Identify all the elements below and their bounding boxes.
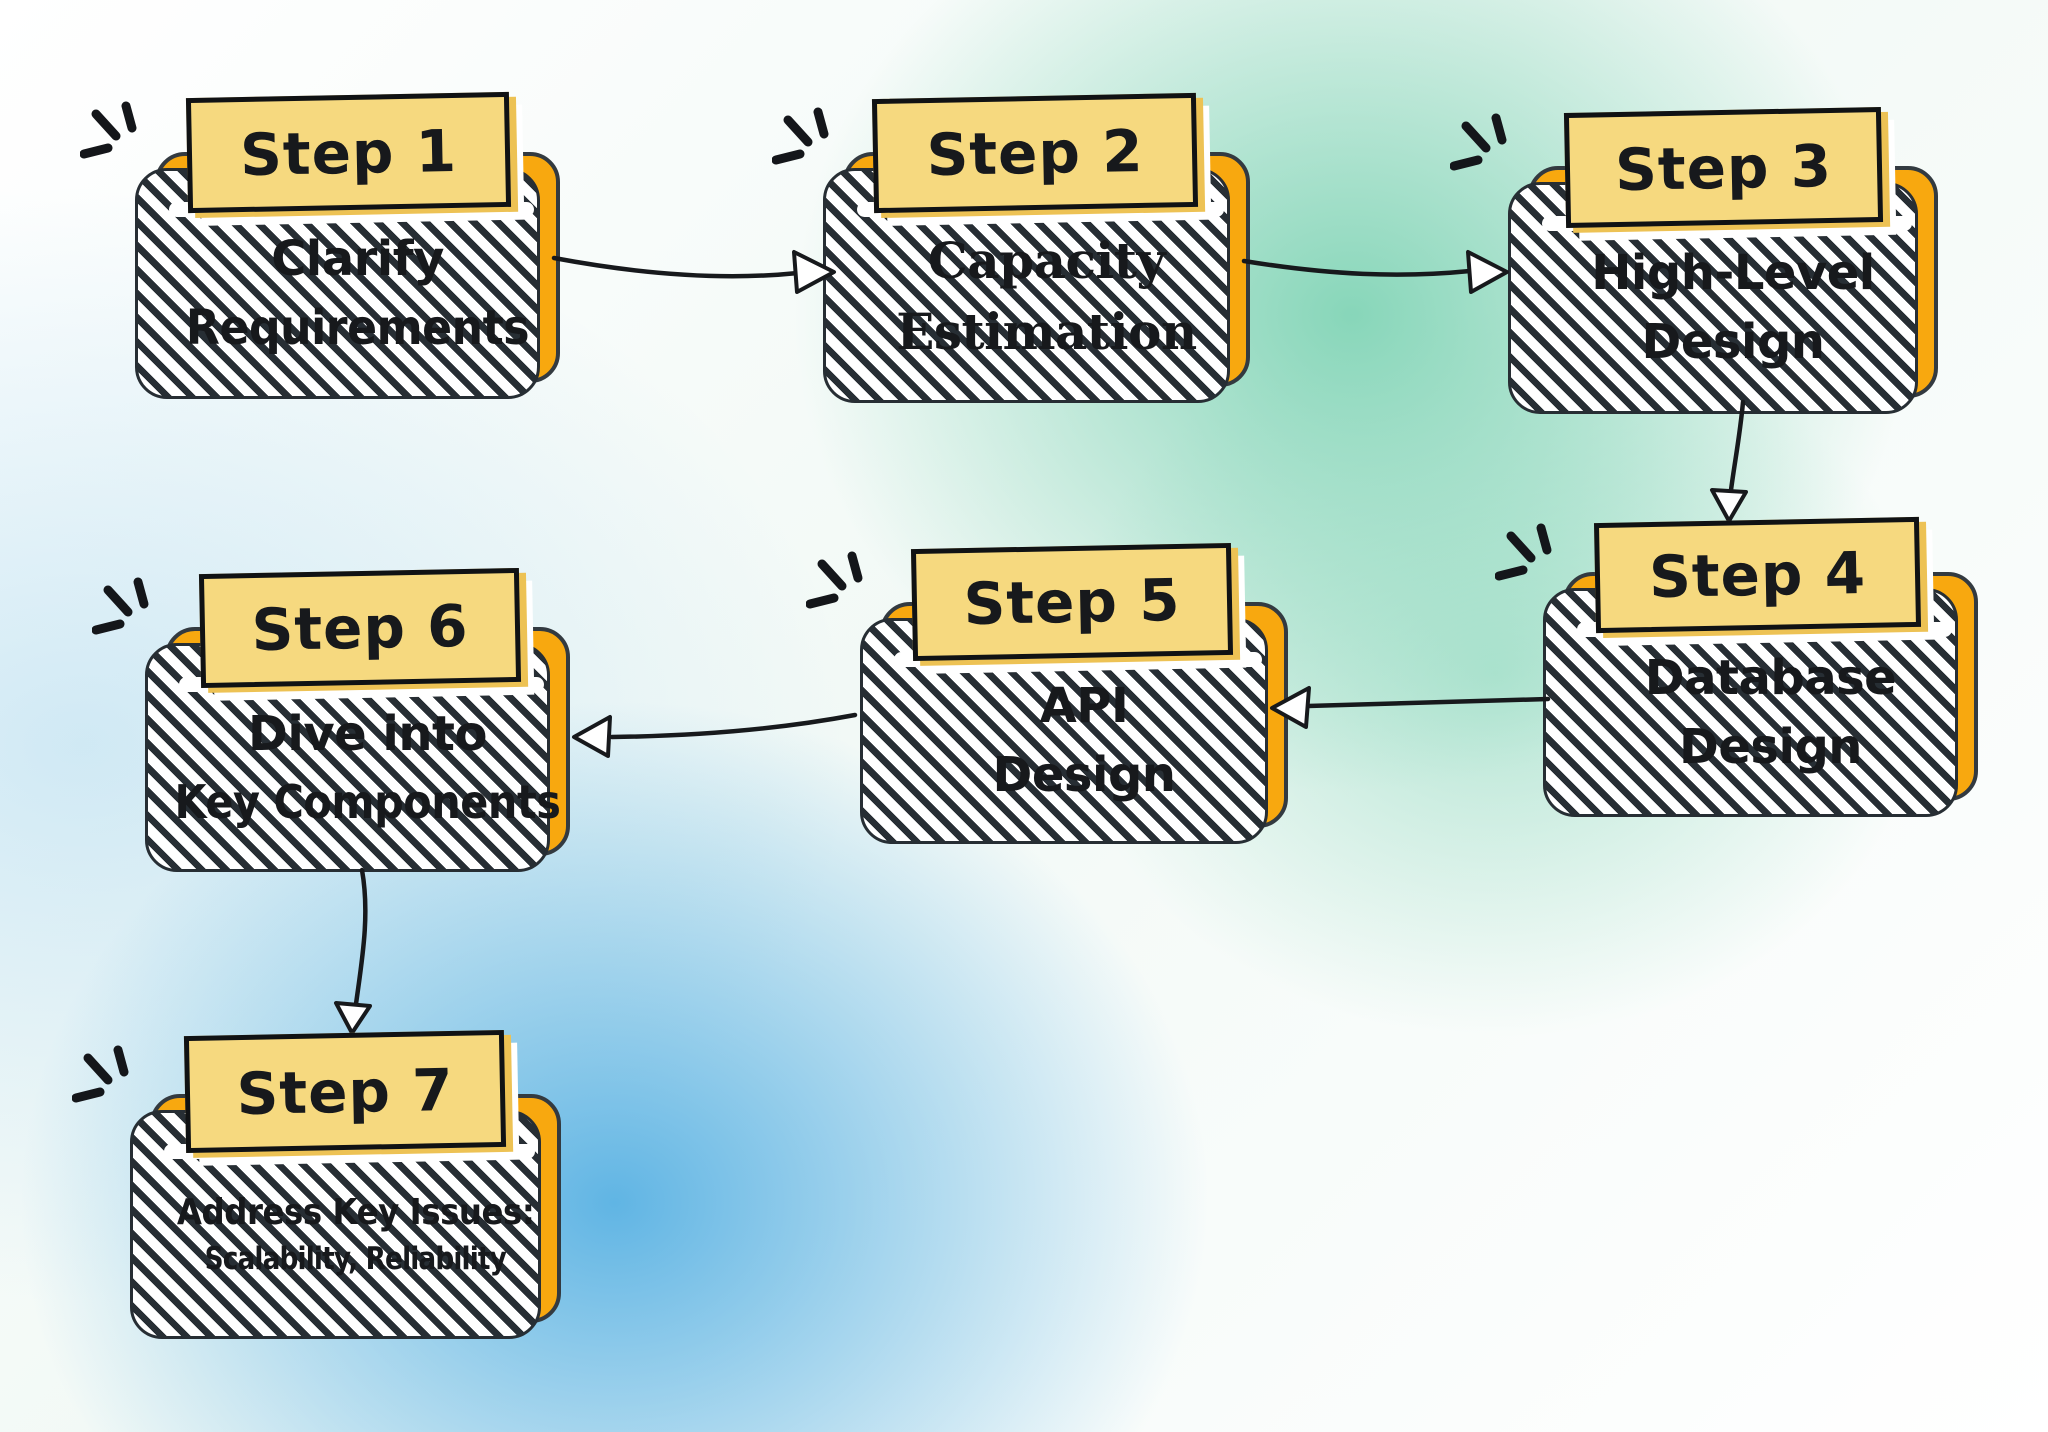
step-3-title: High-Level Design [1540, 230, 1926, 386]
sparkle-icon [1495, 523, 1552, 581]
step-6-title: Dive into Key Components [174, 691, 561, 844]
title-line: Clarify [271, 230, 444, 287]
title-line: Design [1641, 314, 1825, 370]
sparkle-icon [72, 1045, 129, 1103]
step-1-title: Clarify Requirements [167, 216, 548, 371]
sparkle-icon [1450, 113, 1507, 171]
step-1-badge: Step 1 [185, 91, 512, 214]
title-line: Capacity [927, 230, 1166, 290]
title-line: API [1039, 678, 1129, 735]
title-line: High-Level [1591, 245, 1875, 302]
step-4-badge: Step 4 [1593, 516, 1922, 634]
sparkle-icon [806, 551, 863, 609]
sparkle-icon [772, 107, 829, 165]
title-line: Design [992, 747, 1176, 803]
sparkle-icon [92, 577, 149, 635]
title-line: Dive into [248, 705, 487, 762]
title-line: Database [1644, 649, 1897, 706]
step-3-badge: Step 3 [1563, 106, 1884, 229]
arrow-step6-to-step7 [334, 867, 372, 1035]
step-5-title: API Design [892, 666, 1276, 816]
step-5-badge: Step 5 [910, 542, 1234, 662]
step-2-badge: Step 2 [871, 92, 1199, 214]
step-4-title: Database Design [1575, 636, 1966, 789]
arrow-step2-to-step3 [1241, 250, 1509, 294]
title-line: Address Key Issues: [176, 1191, 535, 1233]
title-line: Design [1679, 718, 1862, 775]
step-7-badge: Step 7 [183, 1029, 507, 1154]
step-2-label: Step 2 [925, 116, 1145, 190]
step-5-label: Step 5 [962, 565, 1182, 639]
arrow-step1-to-step2 [551, 250, 836, 294]
step-7-title: Address Key Issues: Scalability, Reliabi… [162, 1158, 549, 1311]
step-3-label: Step 3 [1614, 131, 1833, 204]
title-line: Estimation [896, 301, 1197, 361]
arrow-step4-to-step5 [1270, 686, 1551, 729]
arrow-step5-to-step6 [572, 712, 858, 758]
step-2-title: Capacity Estimation [855, 216, 1238, 375]
step-7-label: Step 7 [235, 1055, 455, 1128]
step-4-label: Step 4 [1648, 538, 1867, 612]
title-line: Requirements [185, 299, 530, 356]
sparkle-icon [80, 101, 137, 159]
title-line: Scalability, Reliability [204, 1241, 507, 1278]
arrow-step3-to-step4 [1710, 399, 1748, 523]
step-6-badge: Step 6 [198, 567, 522, 689]
step-6-label: Step 6 [250, 591, 470, 665]
step-1-label: Step 1 [239, 116, 458, 189]
title-line: Key Components [174, 774, 561, 829]
